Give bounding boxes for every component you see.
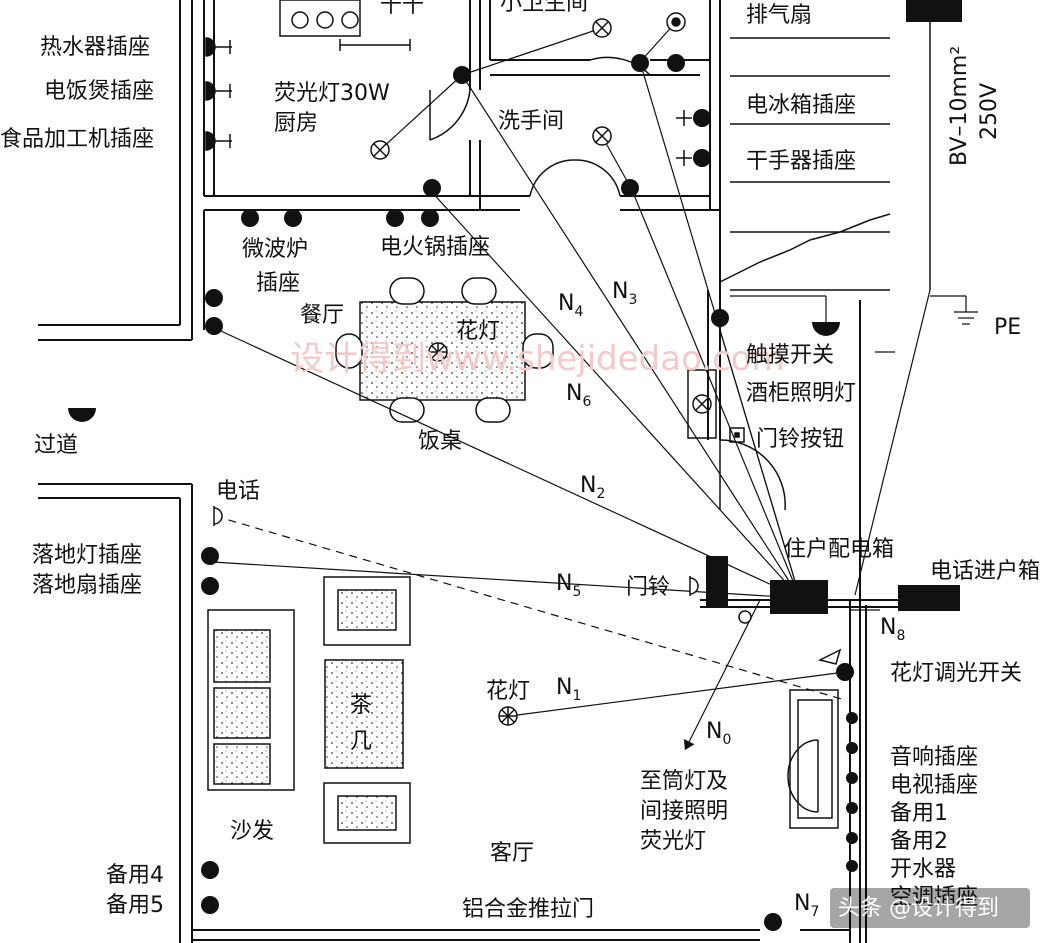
label-microwave-socket-2: 插座 [256, 271, 300, 296]
label-kitchen: 厨房 [274, 111, 318, 136]
label-sliding-door: 铝合金推拉门 [462, 897, 594, 922]
label-hotpot-socket: 电火锅插座 [380, 235, 490, 260]
label-spare-2: 备用2 [890, 829, 948, 854]
credit-backdrop [830, 888, 1030, 928]
label-floor-fan-socket: 落地扇插座 [32, 573, 142, 598]
label-fridge-socket: 电冰箱插座 [746, 93, 856, 118]
label-to-downlights-3: 荧光灯 [640, 829, 706, 854]
label-water-heater-socket: 热水器插座 [40, 35, 150, 60]
label-sofa: 沙发 [230, 819, 274, 844]
phone-doorbell-symbols [213, 506, 842, 665]
label-spare-1: 备用1 [890, 801, 948, 826]
label-spare-4: 备用4 [106, 863, 164, 888]
label-cable-spec-2: 250V [977, 83, 1002, 140]
tv-cabinet [787, 689, 839, 829]
doors [429, 56, 786, 511]
label-small-bath: 小卫生间 [500, 0, 588, 16]
circuit-n4: N4 [558, 291, 583, 320]
dining-table [335, 277, 554, 423]
stove [279, 0, 411, 51]
label-household-box: 住户配电箱 [784, 537, 894, 562]
label-chandelier-dining: 花灯 [456, 319, 500, 344]
circuit-n5: N5 [556, 571, 581, 600]
label-microwave-socket-1: 微波炉 [242, 237, 308, 262]
label-dining-table: 饭桌 [418, 429, 462, 454]
label-fluorescent-30w: 荧光灯30W [274, 81, 390, 106]
label-telephone: 电话 [216, 479, 260, 504]
circuit-labels: N0 N1 N2 N3 N4 N5 N6 N7 N8 [556, 279, 905, 920]
label-tv-socket: 电视插座 [890, 773, 978, 798]
label-chandelier-dimmer: 花灯调光开关 [890, 661, 1022, 686]
label-to-downlights-2: 间接照明 [640, 799, 728, 824]
credit-text: 头条 @设计得到 [838, 896, 999, 921]
kitchen-sockets [205, 37, 692, 166]
label-phone-entry-box: 电话进户箱 [930, 559, 1040, 584]
tv-wall-sockets [846, 712, 858, 872]
label-doorbell-button: 门铃按钮 [756, 427, 844, 452]
half-lamp-symbols [68, 322, 840, 422]
label-pe: PE [994, 315, 1021, 340]
label-audio-socket: 音响插座 [890, 745, 978, 770]
chandelier-icons [428, 342, 518, 726]
label-chandelier-living: 花灯 [486, 679, 530, 704]
wine-cabinet [687, 369, 745, 443]
label-living-room: 客厅 [490, 841, 534, 866]
label-spare-5: 备用5 [106, 893, 164, 918]
circuit-n2: N2 [580, 473, 605, 502]
label-floor-lamp-socket: 落地灯插座 [32, 543, 142, 568]
label-tea-table-1: 茶 [350, 693, 372, 718]
distribution-boxes [706, 0, 962, 614]
label-corridor: 过道 [34, 433, 78, 458]
label-top-partial: 千千 [380, 0, 424, 18]
armchairs [323, 576, 411, 844]
circuit-n6: N6 [566, 381, 591, 410]
stair-lines [719, 20, 931, 291]
label-doorbell: 门铃 [626, 575, 670, 600]
wiring [209, 21, 978, 751]
sofa [207, 609, 295, 791]
walls [38, 0, 905, 943]
label-wine-cabinet-light: 酒柜照明灯 [746, 381, 856, 406]
circuit-n1: N1 [556, 675, 581, 704]
label-touch-switch: 触摸开关 [746, 343, 834, 368]
label-washroom: 洗手间 [498, 109, 564, 134]
label-to-downlights-1: 至筒灯及 [640, 769, 728, 794]
label-exhaust-fan: 排气扇 [746, 3, 812, 28]
label-cable-spec-1: BV–10mm² [947, 46, 972, 166]
socket-symbols [201, 54, 854, 931]
label-food-processor-socket: 食品加工机插座 [0, 127, 154, 152]
circuit-n0: N0 [706, 719, 731, 748]
label-tea-table-2: 几 [350, 729, 372, 754]
circuit-n8: N8 [880, 615, 905, 644]
circuit-n7: N7 [794, 891, 819, 920]
label-water-boiler: 开水器 [890, 857, 956, 882]
lamp-symbols [370, 12, 686, 160]
label-ac-socket: 空调插座 [890, 885, 978, 910]
label-dining-room: 餐厅 [300, 303, 344, 328]
label-hand-dryer-socket: 干手器插座 [746, 149, 856, 174]
watermark: 设计得到www.shejidedao.com [290, 339, 785, 379]
label-rice-cooker-socket: 电饭煲插座 [44, 79, 154, 104]
circuit-n3: N3 [612, 279, 637, 308]
